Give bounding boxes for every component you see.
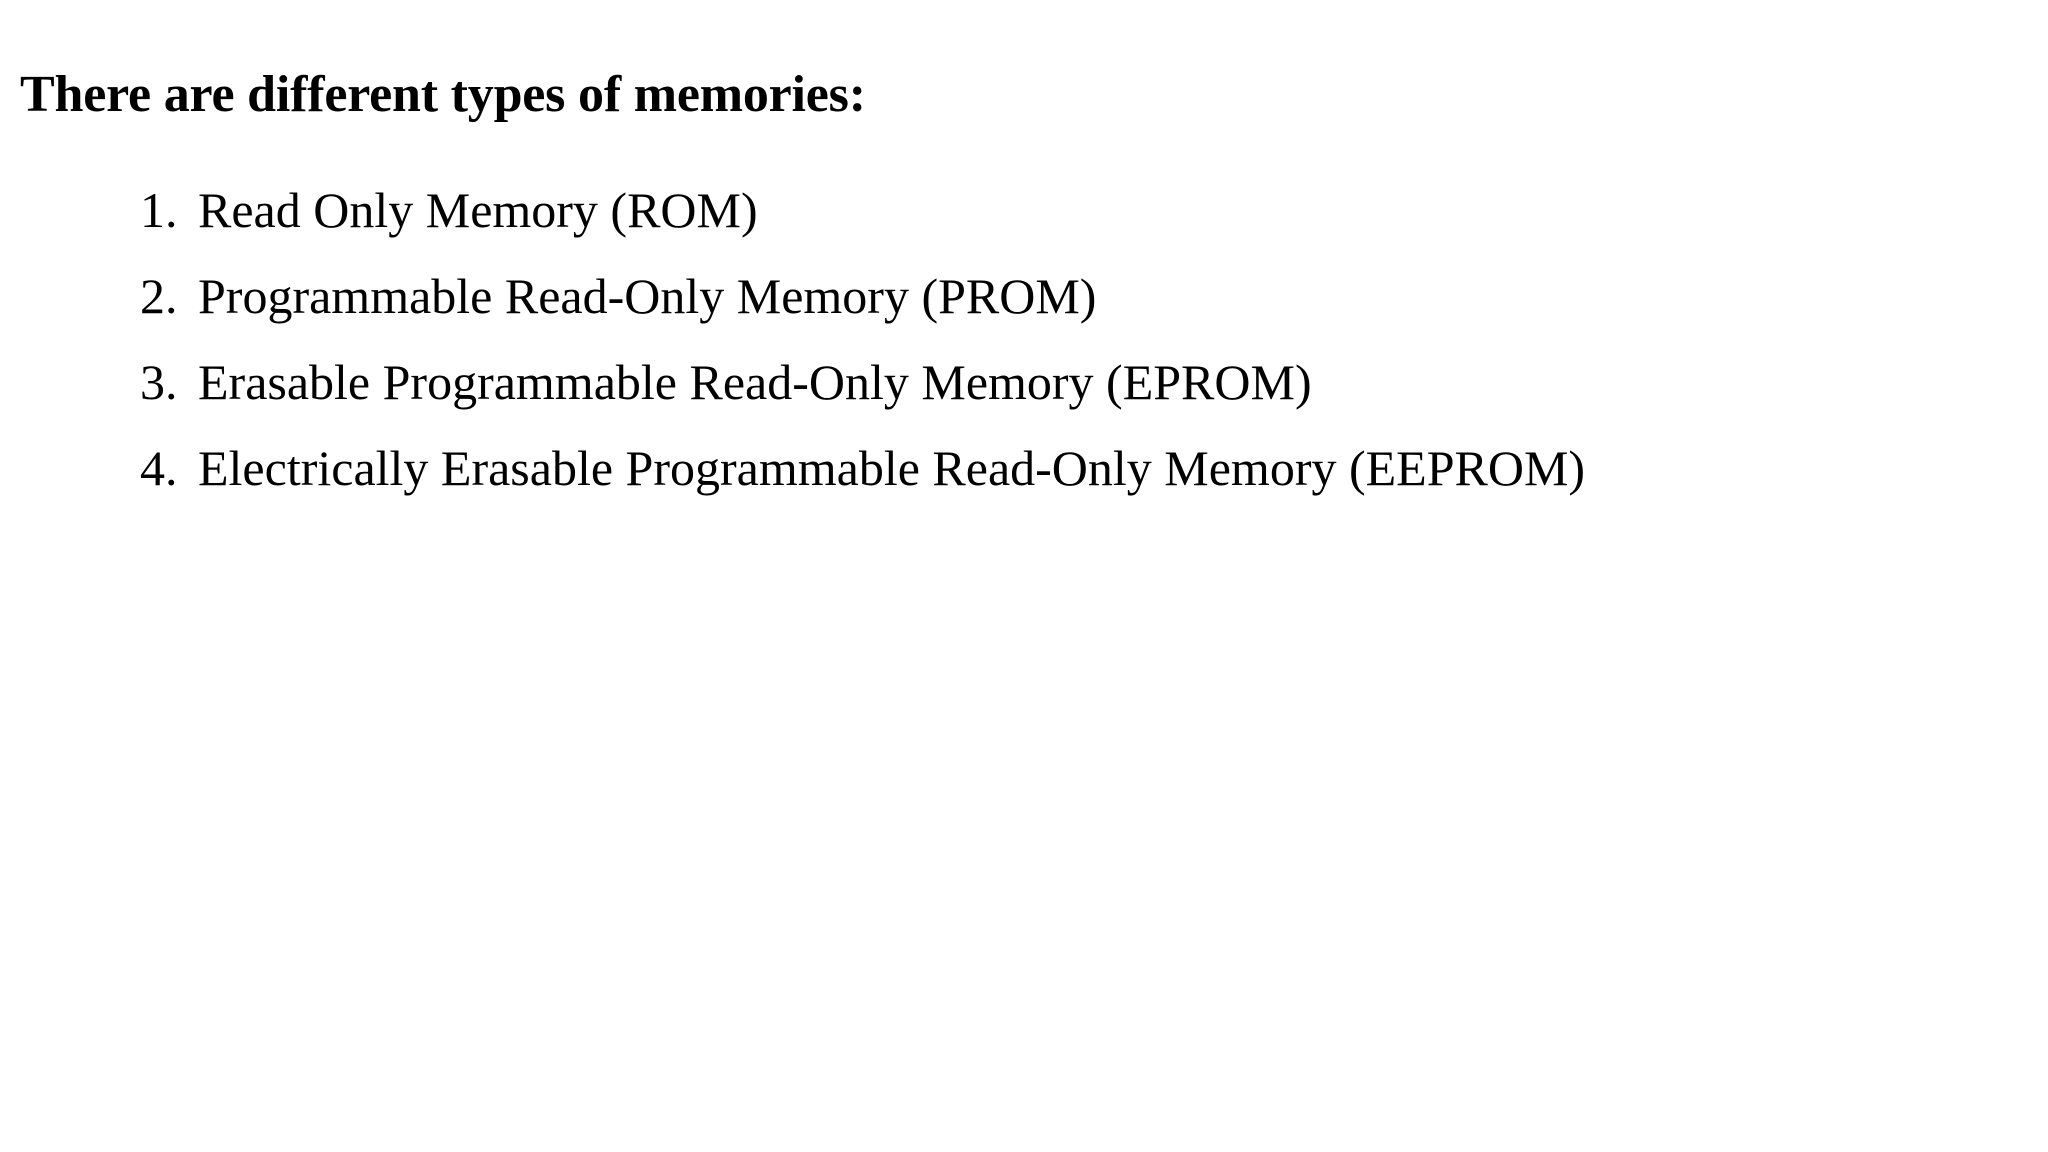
list-item: 3. Erasable Programmable Read-Only Memor… (140, 357, 2040, 407)
list-item: 1. Read Only Memory (ROM) (140, 185, 2040, 235)
list-item-number: 4. (140, 440, 178, 496)
list-item-label: Programmable Read-Only Memory (PROM) (198, 268, 1097, 324)
page-title: There are different types of memories: (20, 65, 866, 123)
list-item: 4. Electrically Erasable Programmable Re… (140, 443, 2040, 493)
list-item-number: 3. (140, 354, 178, 410)
list-item-label: Read Only Memory (ROM) (198, 182, 758, 238)
list-item-label: Erasable Programmable Read-Only Memory (… (198, 354, 1312, 410)
list-item-label: Electrically Erasable Programmable Read-… (198, 440, 1586, 496)
list-item: 2. Programmable Read-Only Memory (PROM) (140, 271, 2040, 321)
list-item-number: 2. (140, 268, 178, 324)
memory-types-list: 1. Read Only Memory (ROM) 2. Programmabl… (140, 185, 2040, 529)
list-item-number: 1. (140, 182, 178, 238)
